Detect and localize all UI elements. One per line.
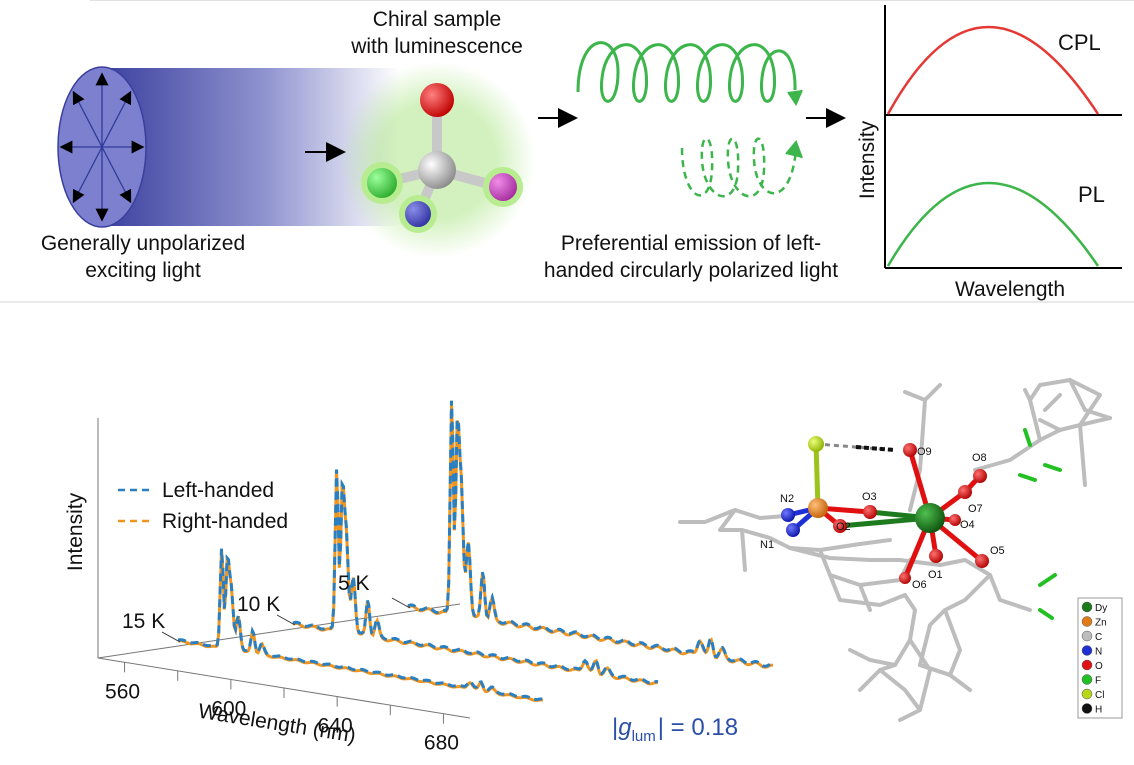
x-tick-marks [124,662,444,724]
o5-atom [975,554,989,568]
atom-label-n2: N2 [780,493,794,505]
x-tick-labels: 560 600 640 680 [105,680,459,754]
atom-label-o2: O2 [836,521,851,533]
element-legend-label: Dy [1095,603,1107,614]
sample-label-line2: with luminescence [350,35,523,58]
legend-label-right: Right-handed [162,510,288,533]
mini-y-label: Intensity [856,120,879,199]
legend-label-left: Left-handed [162,479,274,502]
spectra-traces [177,400,774,703]
sample-label-line1: Chiral sample [373,8,501,31]
x-tick-label: 640 [318,715,353,738]
y-axis-label: Intensity [64,492,87,571]
cl-atom [808,436,824,452]
atom-blue [399,195,437,233]
spectrum-left-handed [177,548,544,702]
atom-purple [483,167,523,207]
o4-atom [949,514,961,526]
atom-label-o4: O4 [960,519,975,531]
element-legend-label: Cl [1095,690,1104,701]
trace-label: 10 K [237,593,280,616]
n1-atom [786,523,800,537]
crystal-structure: N2 N1 O3 O2 O9 O8 O7 O4 O5 O1 O6 DyZnCNO… [678,378,1123,722]
carbon-framework [678,378,1112,722]
element-legend-swatch [1081,630,1093,642]
cpl-label: CPL [1058,30,1101,55]
o6-atom [899,572,911,584]
atom-red [420,83,454,117]
element-legend-label: F [1095,676,1101,687]
trace-label-leader [161,631,181,643]
atom-label-o1: O1 [928,569,943,581]
x-tick-label: 680 [424,732,459,755]
x-tick-label: 560 [105,680,140,703]
spectrum-left-handed [292,469,659,685]
element-legend-swatch [1081,703,1093,714]
spectra-3d-chart: 560 600 640 680 Wavelength (nm) Intensity 1… [64,400,774,755]
atom-label-n1: N1 [760,539,774,551]
pl-curve [886,181,1100,267]
element-legend-label: C [1095,632,1102,643]
spectrum-left-handed [407,400,774,668]
mini-x-label: Wavelength [955,278,1065,301]
trace-label: 15 K [122,610,165,633]
atom-green [361,162,403,204]
polarization-arrows-icon [59,72,145,222]
element-legend-swatch [1081,659,1093,671]
chiral-molecule [339,62,535,258]
excitation-label-line2: exciting light [85,259,201,282]
legend: Left-handed Right-handed [118,479,288,533]
o9-atom [903,443,917,457]
atom-label-o5: O5 [990,545,1005,557]
glum-value: |glum| = 0.18 [612,714,738,745]
depth-axis [97,603,461,659]
element-legend-label: Zn [1095,618,1107,629]
left-cpl-helix [576,41,797,103]
atom-label-o9: O9 [917,446,932,458]
o2-atom [833,519,847,533]
o1-atom [929,549,943,563]
trace-label: 5 K [338,572,370,595]
dy-atom [915,503,945,533]
atom-label-o6: O6 [912,579,927,591]
cpl-curve [886,25,1100,115]
n2-atom [781,508,795,522]
o7-atom [958,485,972,499]
helix-arrowhead-icon [787,89,803,107]
trace-labels: 15 K 10 K 5 K [122,572,411,643]
pl-label: PL [1078,182,1105,207]
glum-text: |glum| = 0.18 [612,714,738,745]
element-legend-swatch [1081,601,1093,613]
element-legend-swatch [1081,616,1093,627]
x-axis-label: Wavelength (nm) [197,700,358,748]
element-legend-label: O [1095,661,1103,672]
element-legend-swatch [1081,688,1093,700]
fluorine-bonds [1018,428,1062,620]
emission-label-line1: Preferential emission of left- [561,232,821,255]
zn-atom [808,498,828,518]
atom-label-o8: O8 [972,452,987,464]
trace-label-leader [276,614,296,626]
atom-label-o7: O7 [968,503,983,515]
atom-center [418,151,456,189]
top-panel: Generally unpolarized exciting light Chi… [0,0,1134,303]
hydrogen-bond-dark [855,445,896,452]
x-tick-label: 600 [211,697,246,720]
emission-label-line2: handed circularly polarized light [544,259,838,282]
right-cpl-helix [680,137,798,198]
element-legend-swatch [1081,674,1093,685]
trace-label-leader [391,597,411,609]
helix-arrowhead-icon [785,140,803,159]
element-legend-label: H [1095,705,1102,716]
cpl-pl-mini-chart: CPL PL Intensity Wavelength [856,5,1122,301]
o8-atom [973,469,987,483]
o3-atom [863,505,877,519]
element-legend-swatch [1081,645,1093,656]
element-legend-label: N [1095,647,1102,658]
atom-label-o3: O3 [862,491,877,503]
excitation-label-line1: Generally unpolarized [41,232,245,255]
